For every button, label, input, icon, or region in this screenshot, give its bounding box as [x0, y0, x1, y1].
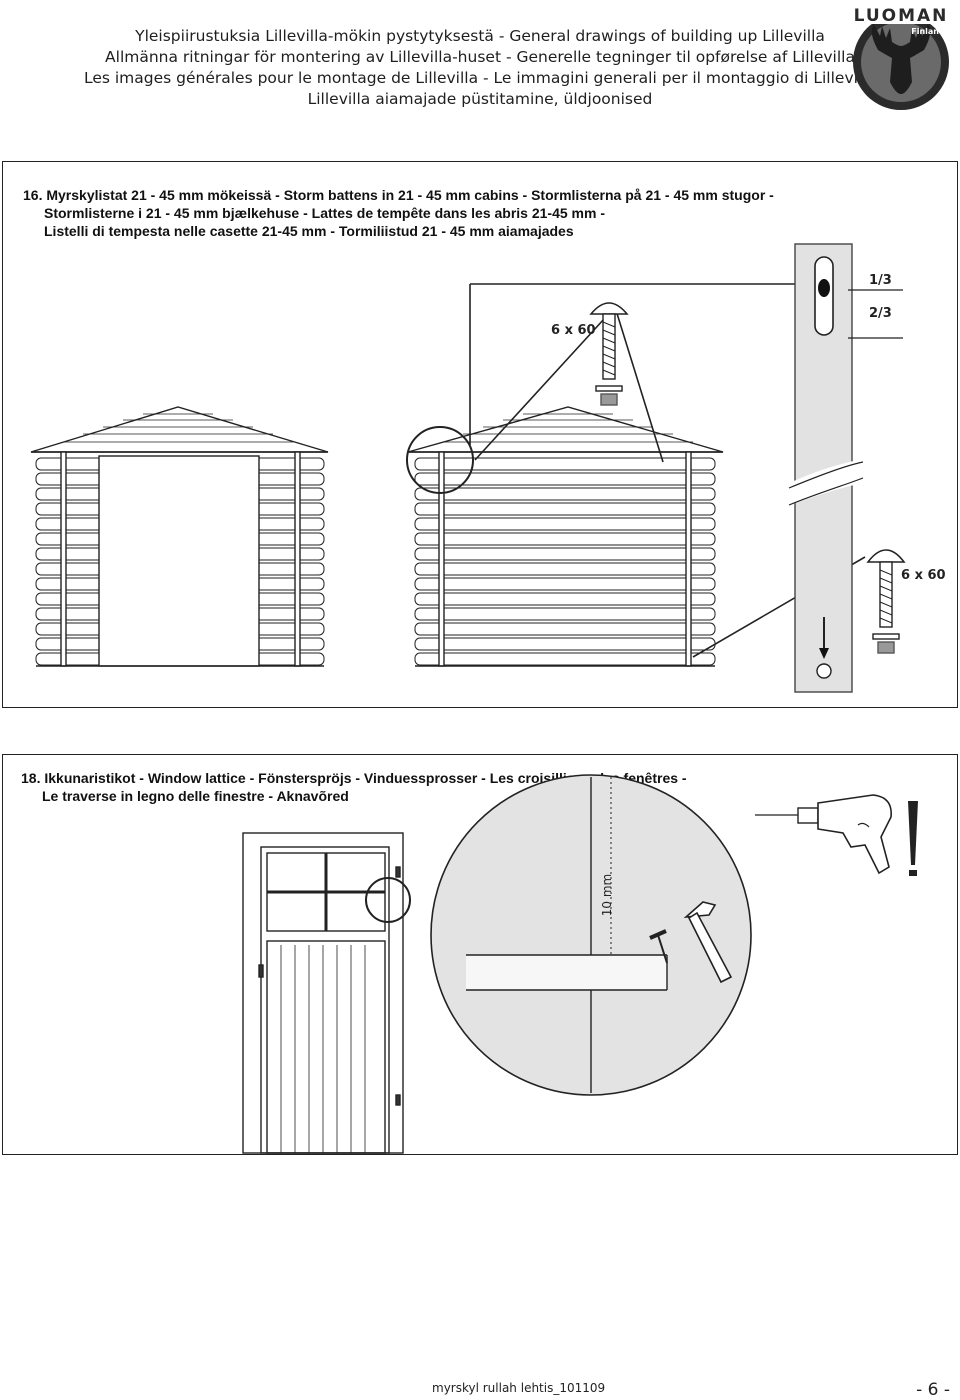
- header-title-block: Yleispiirustuksia Lillevilla-mökin pysty…: [0, 26, 960, 110]
- screw-size-label-bottom: 6 x 60: [901, 568, 946, 583]
- step-16-panel: 16. Myrskylistat 21 - 45 mm mökeissä - S…: [2, 161, 958, 708]
- window-lattice-illustration: 10 mm: [242, 774, 918, 1154]
- door-drawing: [242, 832, 404, 1154]
- screw-bottom: [866, 549, 906, 654]
- step-16-title-line-3: Listelli di tempesta nelle casette 21-45…: [44, 223, 574, 239]
- step-18-title: 18. Ikkunaristikot - Window lattice - Fö…: [21, 769, 921, 805]
- warning-icon: [908, 801, 918, 876]
- step-16-title: 16. Myrskylistat 21 - 45 mm mökeissä - S…: [23, 186, 883, 240]
- step-18-title-line-2: Le traverse in legno delle finestre - Ak…: [42, 788, 349, 804]
- step-16-title-line-1: 16. Myrskylistat 21 - 45 mm mökeissä - S…: [23, 187, 774, 203]
- page-header: Yleispiirustuksia Lillevilla-mökin pysty…: [0, 0, 960, 130]
- header-line-2: Allmänna ritningar för montering av Lill…: [105, 48, 855, 66]
- screw-top: [589, 302, 629, 406]
- drill-icon: [755, 794, 892, 875]
- left-cabin: [30, 406, 329, 667]
- hammer-icon: [683, 901, 733, 984]
- step-16-title-line-2: Stormlisterne i 21 - 45 mm bjælkehuse - …: [44, 205, 605, 221]
- step-18-title-line-1: 18. Ikkunaristikot - Window lattice - Fö…: [21, 770, 687, 786]
- detail-magnifier-circle: [406, 426, 474, 494]
- dimension-label: 10 mm: [600, 874, 614, 916]
- fraction-two-thirds-label: 2/3: [869, 306, 892, 321]
- step-18-panel: 18. Ikkunaristikot - Window lattice - Fö…: [2, 754, 958, 1155]
- screw-size-label-top: 6 x 60: [551, 323, 596, 338]
- header-line-3: Les images générales pour le montage de …: [83, 69, 877, 87]
- document-reference: myrskyl rullah lehtis_101109: [432, 1381, 606, 1395]
- batten-detail: [782, 243, 903, 693]
- header-line-1: Yleispiirustuksia Lillevilla-mökin pysty…: [135, 27, 825, 45]
- luoman-logo: LUOMAN Finland: [850, 4, 952, 110]
- logo-subtext: Finland: [911, 27, 945, 36]
- fraction-one-third-label: 1/3: [869, 273, 892, 288]
- logo-wordmark: LUOMAN: [854, 6, 949, 26]
- header-line-4: Lillevilla aiamajade püstitamine, üldjoo…: [307, 90, 653, 108]
- lattice-detail-marker: [365, 877, 411, 923]
- lattice-magnified-view: [430, 774, 752, 1096]
- page-number: - 6 -: [916, 1380, 950, 1400]
- storm-batten-illustration: 1/3 2/3 6 x 60 6 x 60: [30, 243, 946, 693]
- right-cabin: [407, 406, 724, 667]
